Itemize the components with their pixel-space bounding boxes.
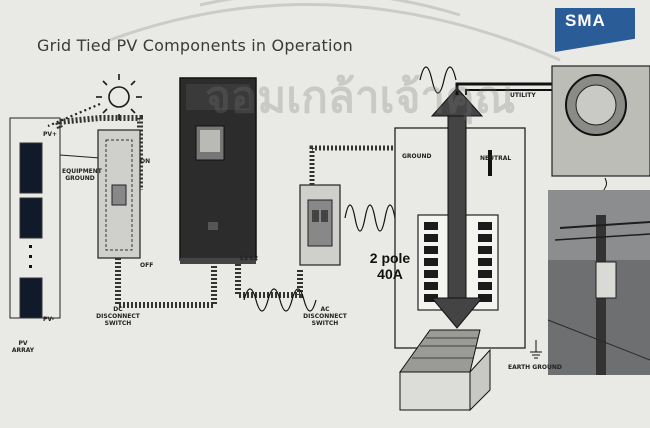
- dc-disconnect-label: DC DISCONNECT SWITCH: [86, 306, 150, 327]
- house-icon: [400, 330, 490, 410]
- earth-ground-label: EARTH GROUND: [508, 364, 562, 371]
- pv-array: [20, 143, 42, 318]
- ground-label: GROUND: [402, 153, 432, 160]
- neutral-label: NEUTRAL: [480, 155, 511, 162]
- breaker-rating-label: 2 pole 40A: [362, 250, 418, 282]
- ac-wave-middle: [345, 205, 395, 231]
- pv-minus-label: PV-: [43, 316, 54, 323]
- pv-ellipsis: [29, 245, 32, 268]
- equipment-ground-label: EQUIPMENT GROUND: [62, 168, 98, 182]
- ac-disconnect-switch: [300, 185, 340, 265]
- sunlight-ray: [48, 104, 100, 126]
- pv-plus-label: PV+: [43, 131, 57, 138]
- ac-conduit-up: [312, 148, 395, 185]
- dc-off-label: OFF: [140, 262, 153, 269]
- pv-array-label: PV ARRAY: [8, 340, 38, 354]
- watermark-text: จอมเกล้าเจ้าคุณ: [205, 62, 515, 132]
- sun-icon: [96, 74, 142, 120]
- ac-disconnect-label: AC DISCONNECT SWITCH: [290, 306, 360, 327]
- utility-pole-photo: [548, 190, 650, 375]
- dc-conduit-bottom: [118, 258, 214, 305]
- earth-ground-symbol: [530, 340, 542, 358]
- utility-meter: [552, 66, 650, 176]
- l1-label: L1: [240, 255, 248, 262]
- dc-disconnect-switch: [98, 130, 140, 258]
- page-title: Grid Tied PV Components in Operation: [37, 36, 353, 55]
- dc-on-label: ON: [140, 158, 150, 165]
- l2-label: L2: [250, 255, 258, 262]
- utility-label: UTILITY: [510, 92, 536, 99]
